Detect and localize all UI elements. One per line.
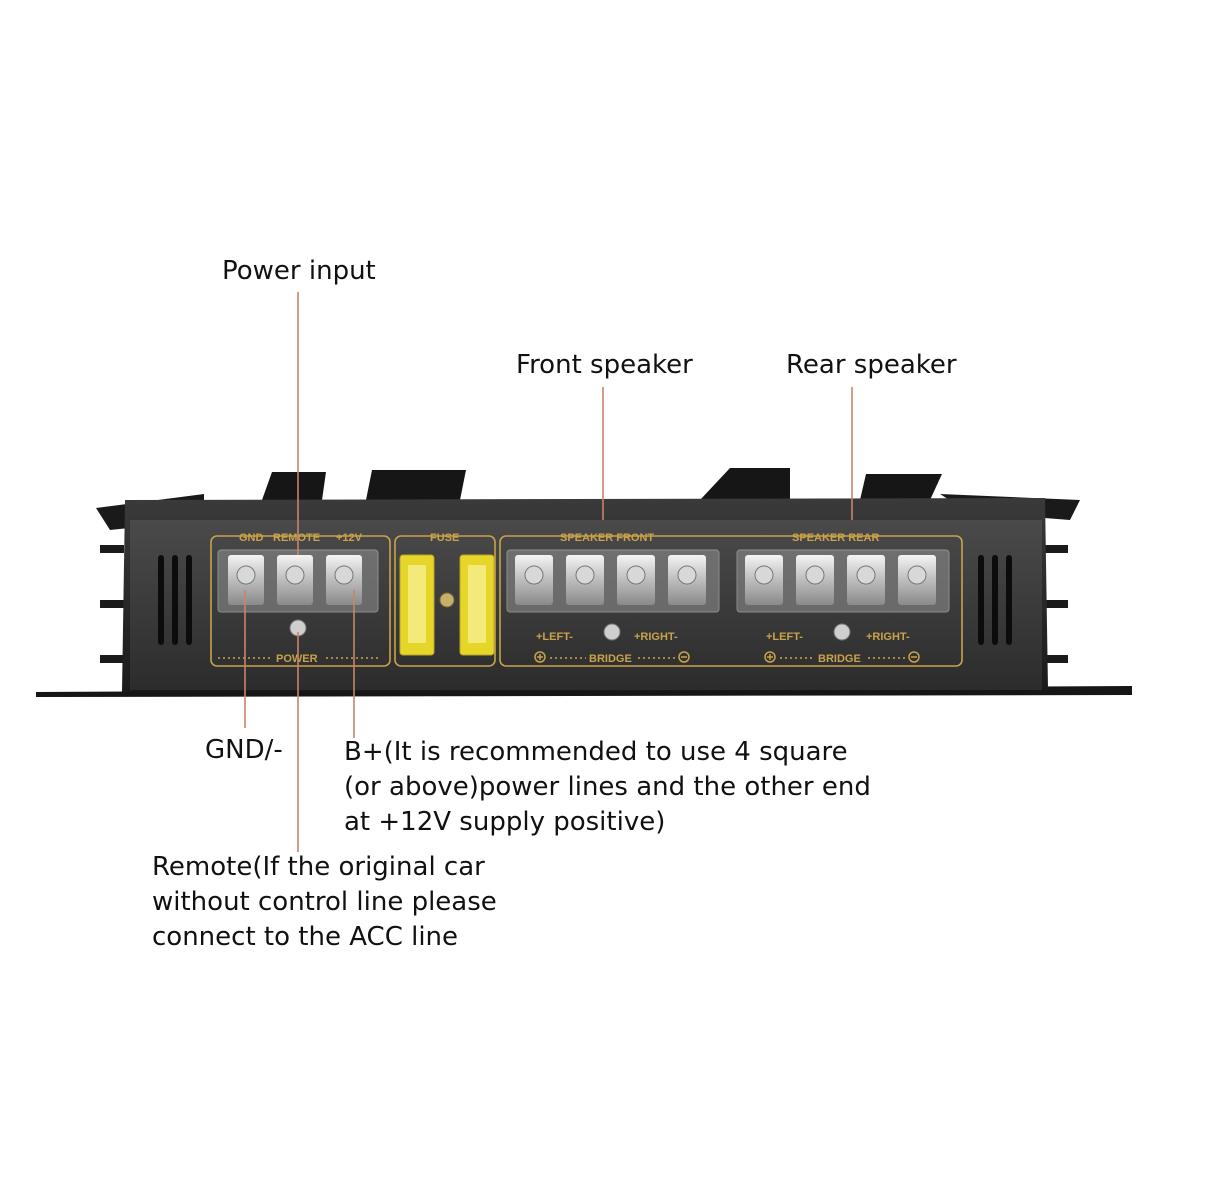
remote-panel-label: REMOTE — [273, 532, 320, 544]
front-right-label: +RIGHT- — [634, 631, 678, 643]
bplus-label: B+(It is recommended to use 4 square (or… — [344, 737, 871, 837]
rear-bridge-label: BRIDGE — [818, 653, 861, 665]
front-bridge-label: BRIDGE — [589, 653, 632, 665]
fuse-panel-label: FUSE — [430, 532, 459, 544]
front-left-label: +LEFT- — [536, 631, 573, 643]
bridge-polarity-marks — [534, 651, 920, 663]
front-speaker-terminal-block — [506, 549, 720, 613]
rear-left-label: +LEFT- — [766, 631, 803, 643]
speaker-front-panel-label: SPEAKER FRONT — [560, 532, 654, 544]
fuse-block — [399, 554, 495, 656]
power-terminal-block — [217, 549, 379, 613]
plus12v-panel-label: +12V — [336, 532, 363, 544]
front-speaker-label: Front speaker — [516, 350, 693, 380]
remote-label: Remote(If the original car without contr… — [152, 852, 497, 952]
rear-speaker-label: Rear speaker — [786, 350, 957, 380]
gnd-label: GND/- — [205, 735, 283, 765]
leader-lines — [244, 292, 853, 852]
gnd-panel-label: GND — [239, 532, 264, 544]
panel-outlines — [210, 535, 963, 667]
power-footer-label: POWER — [276, 653, 318, 665]
adjustment-screws — [289, 619, 851, 641]
rear-right-label: +RIGHT- — [866, 631, 910, 643]
rear-speaker-terminal-block — [736, 549, 950, 613]
top-heatsink-fins — [262, 468, 942, 500]
power-input-label: Power input — [222, 256, 376, 286]
speaker-rear-panel-label: SPEAKER REAR — [792, 532, 879, 544]
vent-slots — [158, 555, 1012, 645]
